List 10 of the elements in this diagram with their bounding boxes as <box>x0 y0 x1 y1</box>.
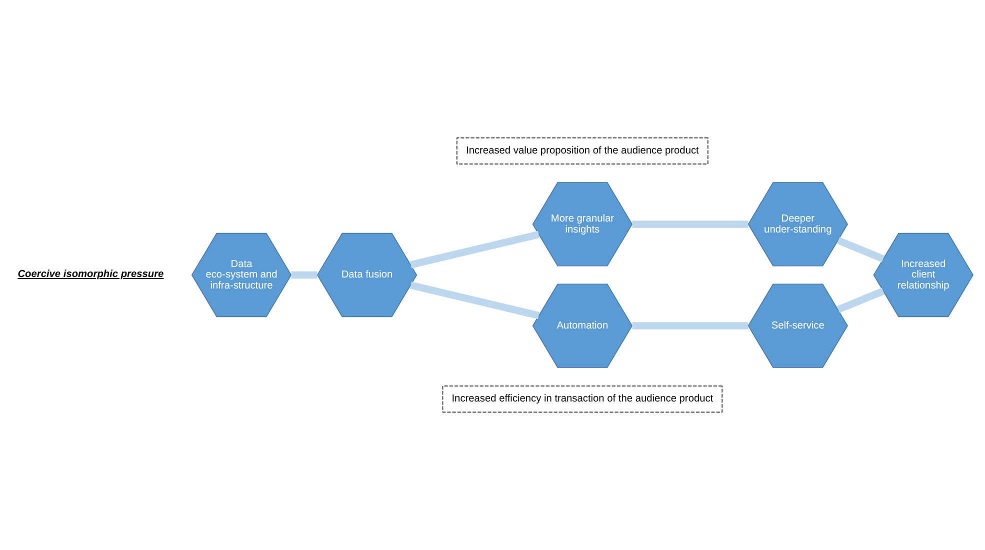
connector <box>836 237 885 262</box>
connector <box>836 288 885 313</box>
connector <box>291 271 318 279</box>
connector <box>632 322 748 330</box>
connector <box>632 220 748 228</box>
connector <box>410 282 540 320</box>
node-box: Increased value proposition of the audience product <box>456 138 708 164</box>
label: Coercive isomorphic pressure <box>18 268 164 280</box>
connector <box>410 230 540 268</box>
node-box: Increased efficiency in transaction of the audience product <box>442 386 722 412</box>
